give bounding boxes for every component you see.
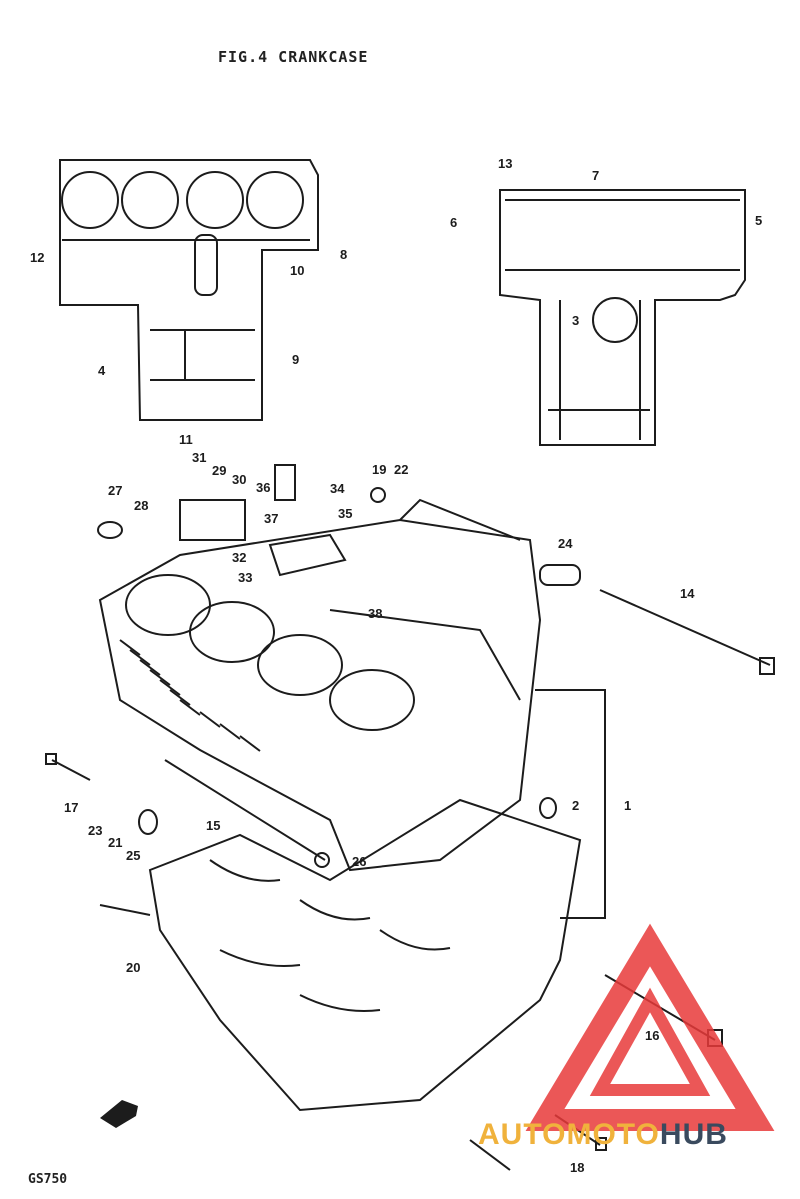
callout-26: 26 — [352, 854, 366, 869]
callout-12: 12 — [30, 250, 44, 265]
callout-2: 2 — [572, 798, 579, 813]
callout-19: 19 — [372, 462, 386, 477]
callout-13: 13 — [498, 156, 512, 171]
leader-20 — [99, 904, 151, 916]
callout-5: 5 — [755, 213, 762, 228]
callout-11: 11 — [179, 432, 193, 447]
callout-7: 7 — [592, 168, 599, 183]
callout-6: 6 — [450, 215, 457, 230]
lower-case-bottom-view — [499, 189, 746, 446]
callout-38: 38 — [368, 606, 382, 621]
callout-24: 24 — [558, 536, 573, 551]
watermark-text: AUTOMOTOHUB — [478, 1118, 728, 1152]
watermark-logo-icon — [525, 923, 775, 1131]
front-direction-arrow-icon — [100, 1100, 138, 1128]
callout-1: 1 — [624, 798, 631, 813]
bolts — [45, 464, 775, 1151]
lower-crankcase — [148, 798, 582, 1112]
callout-23: 23 — [88, 823, 102, 838]
callout-20: 20 — [126, 960, 140, 975]
callout-16: 16 — [645, 1028, 659, 1043]
callout-18: 18 — [570, 1160, 584, 1175]
callout-34: 34 — [330, 481, 345, 496]
callout-15: 15 — [206, 818, 220, 833]
model-code: GS750 — [28, 1172, 68, 1187]
callout-35: 35 — [338, 506, 352, 521]
callout-27: 27 — [108, 483, 122, 498]
callout-4: 4 — [98, 363, 106, 378]
callout-14: 14 — [680, 586, 695, 601]
leader-1 — [535, 689, 606, 919]
callout-33: 33 — [238, 570, 252, 585]
callout-17: 17 — [64, 800, 78, 815]
callout-25: 25 — [126, 848, 140, 863]
callout-22: 22 — [394, 462, 408, 477]
watermark-text-part1: AUTOMOTO — [478, 1118, 660, 1151]
watermark-text-part2: HUB — [659, 1118, 728, 1151]
callout-31: 31 — [192, 450, 206, 465]
callout-8: 8 — [340, 247, 347, 262]
callout-3: 3 — [572, 313, 579, 328]
callout-10: 10 — [290, 263, 304, 278]
callout-30: 30 — [232, 472, 246, 487]
upper-case-top-view — [59, 159, 319, 421]
callout-28: 28 — [134, 498, 148, 513]
callout-32: 32 — [232, 550, 246, 565]
leader-20b — [469, 1139, 511, 1171]
callout-37: 37 — [264, 511, 278, 526]
callout-21: 21 — [108, 835, 122, 850]
callout-36: 36 — [256, 480, 270, 495]
callout-9: 9 — [292, 352, 299, 367]
upper-crankcase — [98, 498, 542, 872]
callout-29: 29 — [212, 463, 226, 478]
figure-title: FIG.4 CRANKCASE — [218, 48, 369, 66]
